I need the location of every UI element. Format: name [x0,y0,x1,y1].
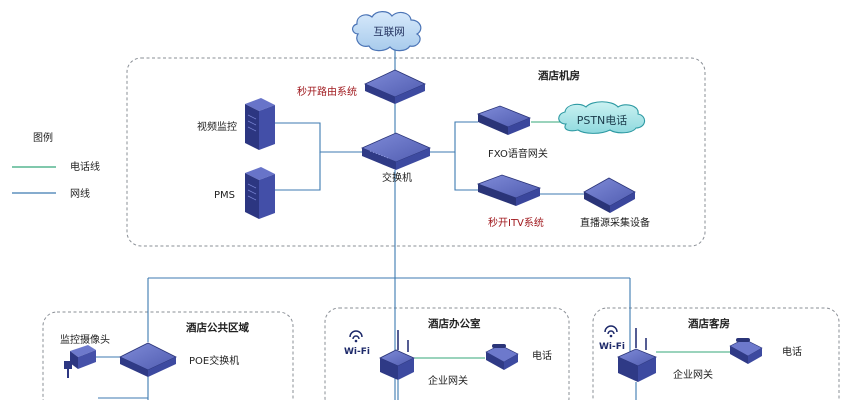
router-label: 秒开路由系统 [297,85,357,98]
pstn-label: PSTN电话 [577,114,628,127]
live-source-icon [583,177,636,213]
office-gateway-icon [379,330,415,380]
machine-room-title: 酒店机房 [538,69,580,82]
live-source-label: 直播源采集设备 [580,216,650,229]
zone-public-area [42,311,294,400]
guest-gateway-icon [617,328,657,382]
public-area-title: 酒店公共区域 [186,321,249,334]
office-phone-icon [485,344,519,370]
video-monitor-server-icon [245,98,275,150]
guest-phone-label: 电话 [782,345,802,358]
switch-icon [360,132,432,170]
phone-wires [414,121,730,359]
network-wires [95,46,637,400]
poe-switch-label: POE交换机 [189,354,239,367]
guest-wifi-label: Wi-Fi [599,342,625,352]
guest-phone-icon [729,338,763,364]
legend-phone-line: 电话线 [70,160,100,173]
zone-machine-room [126,57,706,247]
office-wifi-label: Wi-Fi [344,347,370,357]
internet-cloud-icon: 互联网 [352,11,422,52]
camera-icon [64,345,96,378]
itv-label: 秒开ITV系统 [488,216,544,229]
legend: 图例 电话线 网线 [12,131,100,200]
office-gateway-label: 企业网关 [428,374,468,387]
legend-network-line: 网线 [70,187,90,200]
guest-room-title: 酒店客房 [688,317,730,330]
video-monitor-label: 视频监控 [197,120,237,133]
itv-icon [476,174,542,206]
pms-label: PMS [214,190,235,201]
fxo-gateway-label: FXO语音网关 [488,147,548,160]
zone-guest-room [592,307,840,400]
router-icon [364,69,426,104]
guest-gateway-label: 企业网关 [673,368,713,381]
zone-office [324,307,570,400]
pms-server-icon [245,167,275,219]
poe-switch-icon [119,342,177,377]
internet-label: 互联网 [373,26,405,38]
switch-label: 交换机 [382,171,412,184]
office-title: 酒店办公室 [428,317,481,330]
camera-label: 监控摄像头 [60,333,110,346]
fxo-gateway-icon [476,105,532,135]
guest-wifi-icon [604,325,618,338]
legend-title: 图例 [33,131,53,144]
pstn-cloud-icon: PSTN电话 [558,101,646,134]
office-phone-label: 电话 [532,349,552,362]
office-wifi-icon [349,330,363,343]
